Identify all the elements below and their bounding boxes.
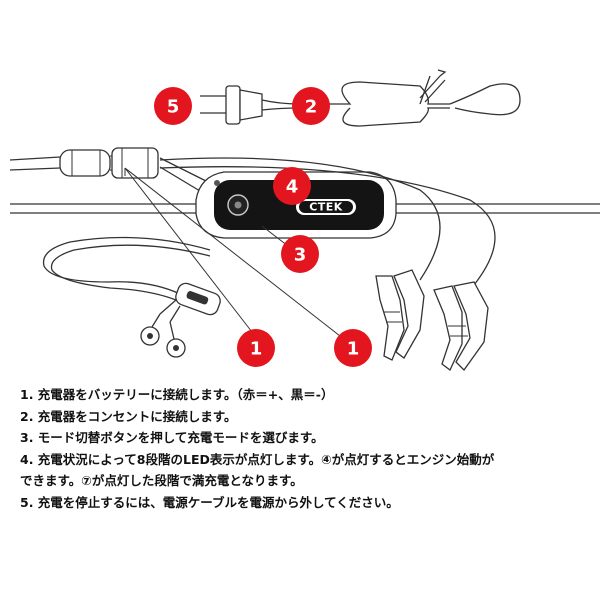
eyelet-terminal-cable	[42, 236, 221, 358]
instruction-step-1: 1. 充電器をバッテリーに接続します。（赤＝+、黒＝-）	[20, 387, 334, 402]
clamp-cables	[159, 157, 496, 291]
charger-connection-diagram: CTEK	[9, 69, 600, 372]
charger-unit: CTEK	[195, 171, 397, 239]
instruction-step-5: 5. 充電を停止するには、電源ケーブルを電源から外してください。	[20, 494, 399, 510]
main-cable	[9, 156, 600, 214]
battery-clamp-right	[433, 281, 489, 372]
svg-text:1: 1	[250, 339, 263, 360]
callout-badge-2: 2	[292, 87, 330, 125]
callout-badge-1b: 1	[334, 329, 372, 367]
svg-text:5: 5	[167, 97, 180, 118]
callout-badge-5: 5	[154, 87, 192, 125]
instruction-step-4-continued: できます。⑦が点灯した段階で満充電となります。	[20, 473, 303, 488]
svg-text:4: 4	[286, 177, 299, 198]
instruction-list: 1. 充電器をバッテリーに接続します。（赤＝+、黒＝-） 2. 充電器をコンセン…	[20, 384, 590, 513]
battery-clamp-left	[375, 269, 425, 361]
svg-text:1: 1	[347, 339, 360, 360]
svg-text:3: 3	[294, 245, 307, 266]
instruction-step-2: 2. 充電器をコンセントに接続します。	[20, 408, 237, 424]
callout-badge-1a: 1	[237, 329, 275, 367]
charger-logo: CTEK	[309, 201, 343, 214]
callout-badge-3: 3	[281, 235, 319, 273]
wall-plug	[200, 69, 521, 127]
inline-connector	[59, 147, 159, 179]
callout-badge-4: 4	[273, 167, 311, 205]
instruction-step-3: 3. モード切替ボタンを押して充電モードを選びます。	[20, 430, 324, 445]
instruction-step-4: 4. 充電状況によって8段階のLED表示が点灯します。④が点灯するとエンジン始動…	[20, 451, 495, 467]
leader-lines	[124, 167, 341, 337]
svg-text:2: 2	[305, 97, 318, 118]
